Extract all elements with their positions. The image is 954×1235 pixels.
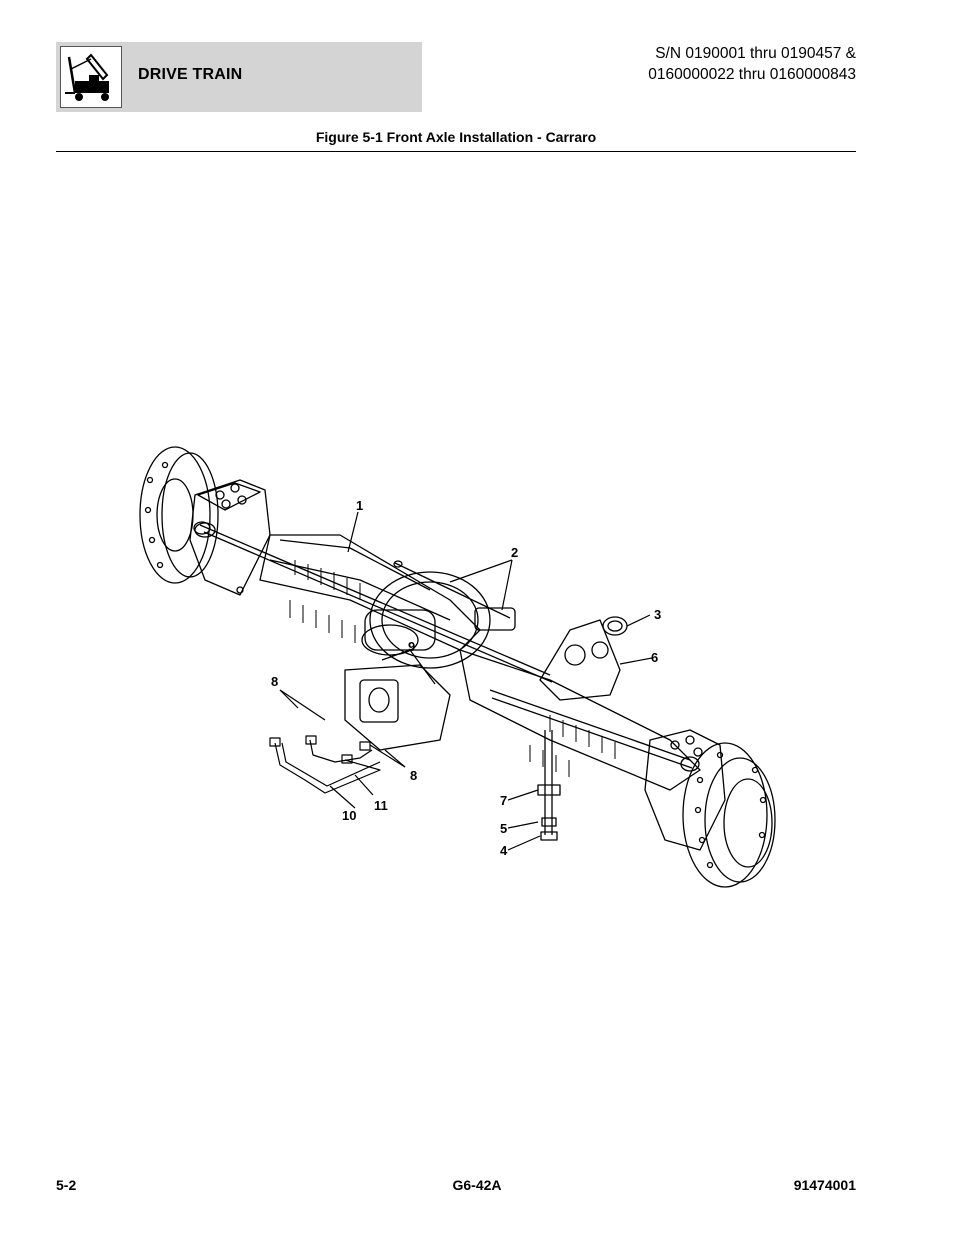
left-steering-knuckle [189, 479, 271, 596]
callout-6: 6 [651, 650, 658, 665]
callout-4: 4 [500, 843, 508, 858]
model-number: G6-42A [452, 1177, 502, 1193]
callout-1: 1 [356, 498, 363, 513]
mounting-bolt-stack [537, 730, 561, 841]
axle-housing [193, 521, 553, 683]
right-steering-knuckle [644, 729, 726, 851]
header-divider [56, 151, 856, 152]
callout-3: 3 [654, 607, 661, 622]
section-title: DRIVE TRAIN [138, 66, 243, 83]
callout-9: 9 [408, 639, 415, 654]
forklift-icon [60, 46, 122, 108]
differential-housing [344, 560, 516, 751]
page-number: 5-2 [56, 1177, 77, 1193]
axle-housing-right [459, 649, 701, 791]
right-wheel-hub [682, 742, 776, 888]
document-number: 91474001 [793, 1177, 856, 1193]
front-axle-illustration: 1 2 3 4 5 6 7 8 8 9 10 11 [139, 446, 776, 888]
callout-8b: 8 [410, 768, 417, 783]
callout-8a: 8 [271, 674, 278, 689]
callout-5: 5 [500, 821, 507, 836]
figure-caption: Figure 5-1 Front Axle Installation - Car… [315, 129, 597, 145]
left-wheel-hub [139, 446, 219, 584]
callout-11: 11 [374, 798, 388, 813]
serial-line-1: S/N 0190001 thru 0190457 & [655, 45, 856, 62]
callout-7: 7 [500, 793, 507, 808]
callout-2: 2 [511, 545, 518, 560]
callout-10: 10 [342, 808, 356, 823]
brake-lines [269, 735, 381, 794]
pivot-bracket [539, 616, 628, 701]
serial-line-2: 0160000022 thru 0160000843 [648, 66, 856, 83]
serial-range: S/N 0190001 thru 0190457 & 0160000022 th… [648, 43, 856, 85]
